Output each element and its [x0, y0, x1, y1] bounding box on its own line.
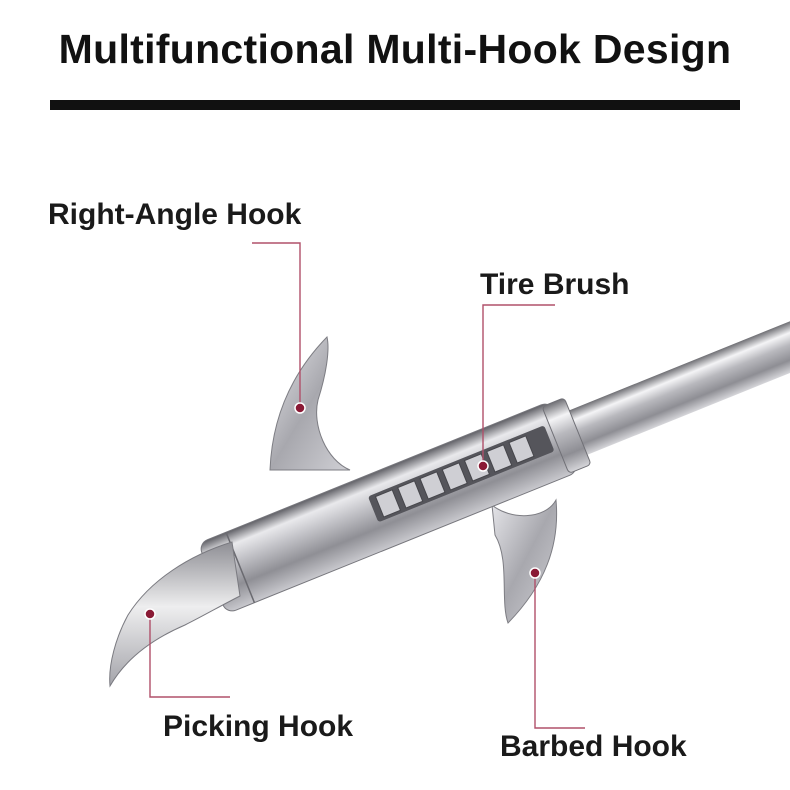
right-angle-hook-blade	[269, 335, 351, 471]
leader-line-picking	[149, 615, 230, 698]
leader-line-right-angle	[252, 242, 301, 408]
barbed-hook-blade	[491, 498, 558, 624]
leader-line-tire-brush	[482, 304, 555, 465]
label-barbed-hook: Barbed Hook	[500, 730, 687, 763]
label-right-angle-hook: Right-Angle Hook	[48, 198, 302, 231]
label-picking-hook: Picking Hook	[163, 710, 354, 743]
marker-dot-tire-brush	[477, 460, 489, 472]
picking-hook-tip	[109, 541, 241, 688]
label-tire-brush: Tire Brush	[480, 268, 630, 301]
handle-shaft	[543, 314, 790, 465]
marker-dot-barbed	[529, 567, 541, 579]
leader-line-barbed	[534, 574, 585, 729]
title-underline	[50, 100, 740, 110]
page-title: Multifunctional Multi-Hook Design	[58, 26, 732, 72]
marker-dot-picking	[144, 608, 156, 620]
marker-dot-right-angle	[294, 402, 306, 414]
